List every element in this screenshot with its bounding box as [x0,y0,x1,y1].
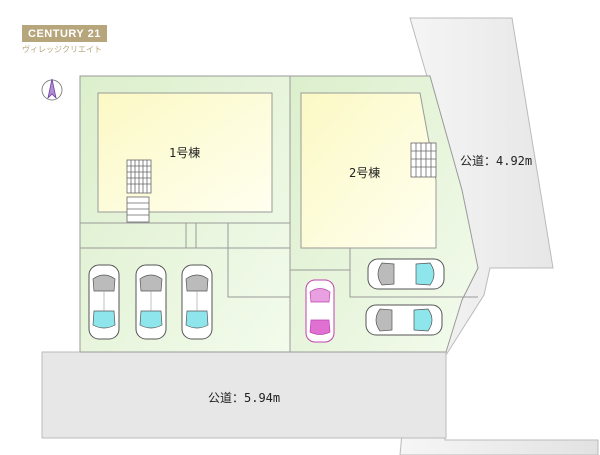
parked-car-small [305,279,335,343]
east-road-label: 公道：4.92m [460,154,533,168]
building-2-footprint [300,92,437,249]
brand-logo: CENTURY 21 ヴィレッジクリエイト [22,22,107,55]
parked-car [88,264,120,340]
brand-name: CENTURY 21 [22,25,107,42]
building-2-label: 2号棟 [349,166,381,180]
brand-subtitle: ヴィレッジクリエイト [22,45,102,54]
building-2-stairs [410,142,437,178]
road-marking [448,405,508,413]
building-1-label: 1号棟 [169,146,201,160]
lot-boundaries [80,222,478,298]
parked-car-horizontal [367,258,445,290]
building-1-stairs [126,159,152,223]
parked-car [181,264,213,340]
north-compass-icon [41,78,63,101]
parked-car [135,264,167,340]
parked-car-horizontal [365,304,443,336]
south-road-label: 公道：5.94m [208,391,281,405]
